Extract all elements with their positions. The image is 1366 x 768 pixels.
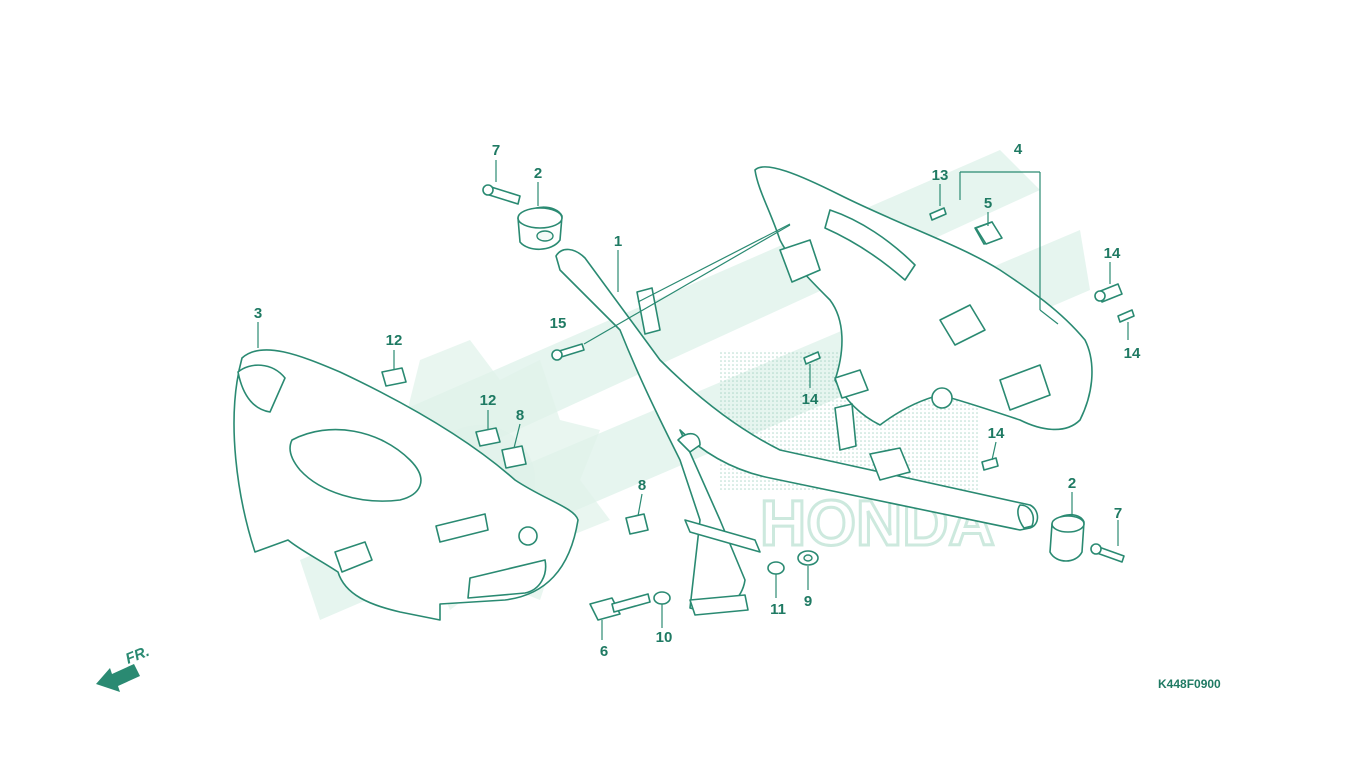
front-arrow-icon [96,664,140,692]
callout-3: 3 [254,305,262,322]
callout-14-right: 14 [1124,345,1141,362]
callout-1: 1 [614,233,622,250]
handlebar-pipe [555,248,1039,616]
callout-14-lower: 14 [988,425,1005,442]
callout-14-middle: 14 [802,391,819,408]
callout-4: 4 [1014,141,1023,158]
callout-2-bottom: 2 [1068,475,1076,492]
callout-7-bottom: 7 [1114,505,1122,522]
callout-8-right: 8 [638,477,646,494]
callout-7-top: 7 [492,142,500,159]
front-direction-indicator: FR. [96,643,152,692]
front-handlebar-cover [233,349,579,621]
callout-12-lower: 12 [480,392,497,409]
fasteners [381,184,1135,621]
callout-12-upper: 12 [386,332,403,349]
diagram-reference-code: K448F0900 [1158,677,1221,691]
handlebar-weights [517,206,1085,562]
front-label: FR. [123,643,152,668]
callout-10: 10 [656,629,673,646]
callout-6: 6 [600,643,608,660]
callout-9: 9 [804,593,812,610]
leader-lines [257,160,1129,640]
callout-5: 5 [984,195,992,212]
callout-14-top: 13 [932,167,949,184]
callout-8-left: 8 [516,407,524,424]
callout-13: 14 [1104,245,1121,262]
callout-labels: 7 2 1 15 3 12 12 8 8 6 10 11 9 2 7 13 4 … [254,141,1141,660]
callout-2-top: 2 [534,165,542,182]
callout-15: 15 [550,315,567,332]
callout-11: 11 [770,601,786,618]
